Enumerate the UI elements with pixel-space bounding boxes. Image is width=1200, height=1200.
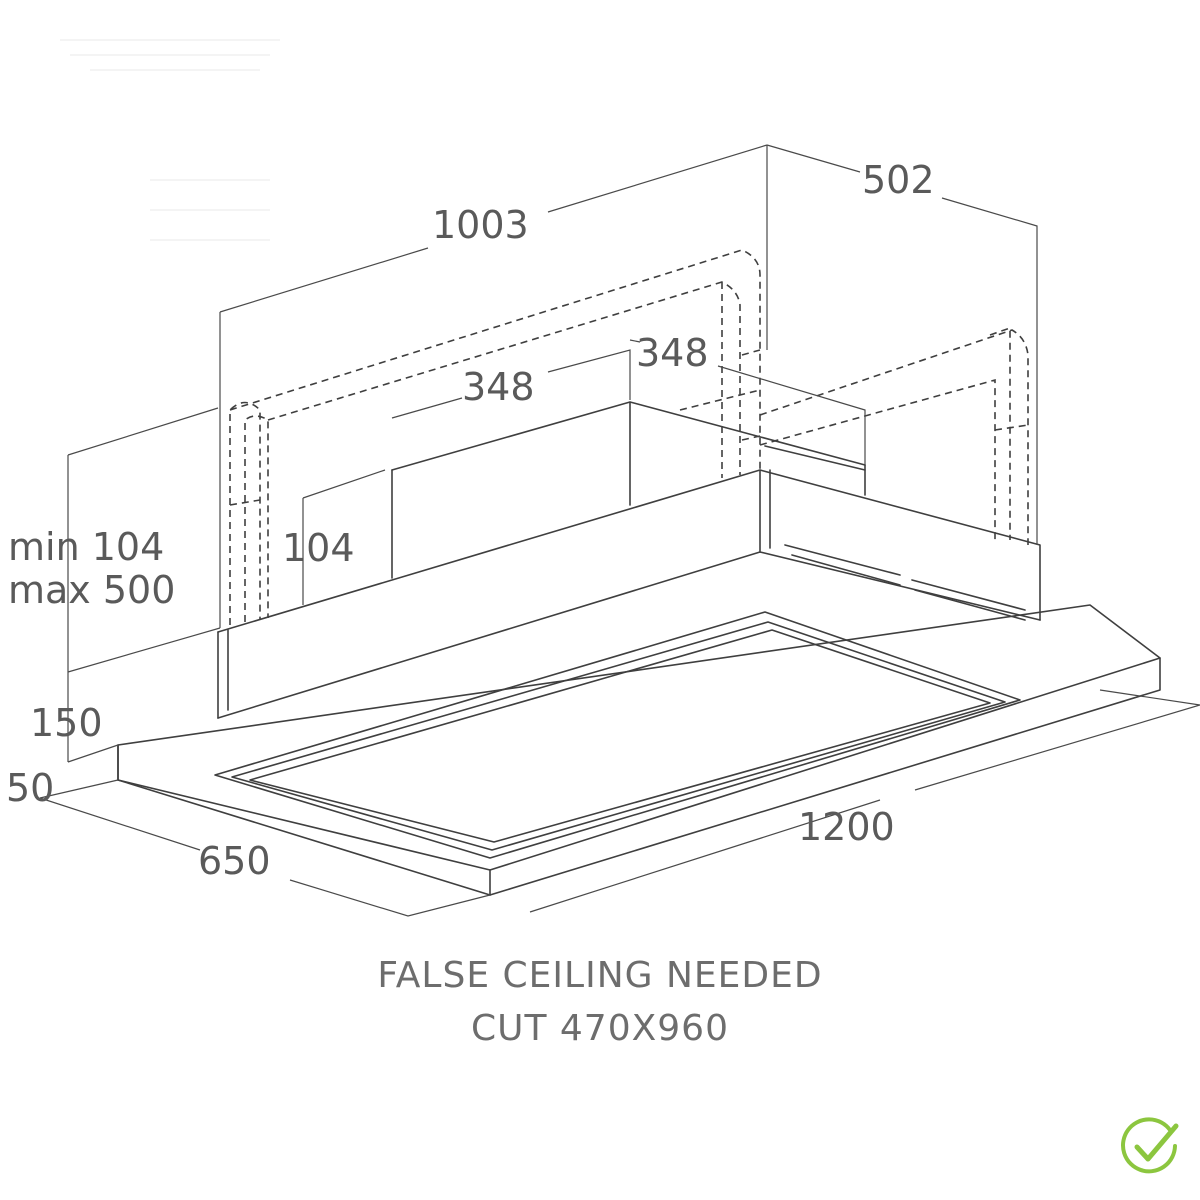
dim-panel-width: 1200: [798, 805, 895, 849]
dim-duct-width-front: 348: [462, 365, 535, 409]
check-circle-icon: [1121, 1117, 1179, 1174]
hood-body: [217, 469, 1041, 719]
ceiling-panel: [117, 604, 1161, 896]
dim-panel-height: 50: [6, 766, 54, 810]
dim-duct-width-side: 348: [636, 331, 709, 375]
dim-body-height: 150: [30, 701, 103, 745]
caption-line-1: FALSE CEILING NEEDED: [377, 955, 823, 996]
caption-line-2: CUT 470X960: [470, 1008, 729, 1049]
duct-outlet: [391, 401, 866, 579]
dim-range-max: max 500: [8, 568, 175, 612]
dimension-lines: [39, 144, 1200, 917]
dimension-labels: 1003 502 348 348 104 min 104 max 500 150…: [6, 158, 935, 883]
filter-frame: [214, 611, 1021, 859]
dim-width-top: 1003: [432, 203, 529, 247]
dim-depth-top: 502: [862, 158, 935, 202]
background-ghost-marks: [60, 39, 280, 241]
mounting-brackets: [229, 249, 1029, 625]
dim-duct-height: 104: [282, 526, 355, 570]
dim-panel-depth: 650: [198, 839, 271, 883]
dim-range-min: min 104: [8, 525, 164, 569]
